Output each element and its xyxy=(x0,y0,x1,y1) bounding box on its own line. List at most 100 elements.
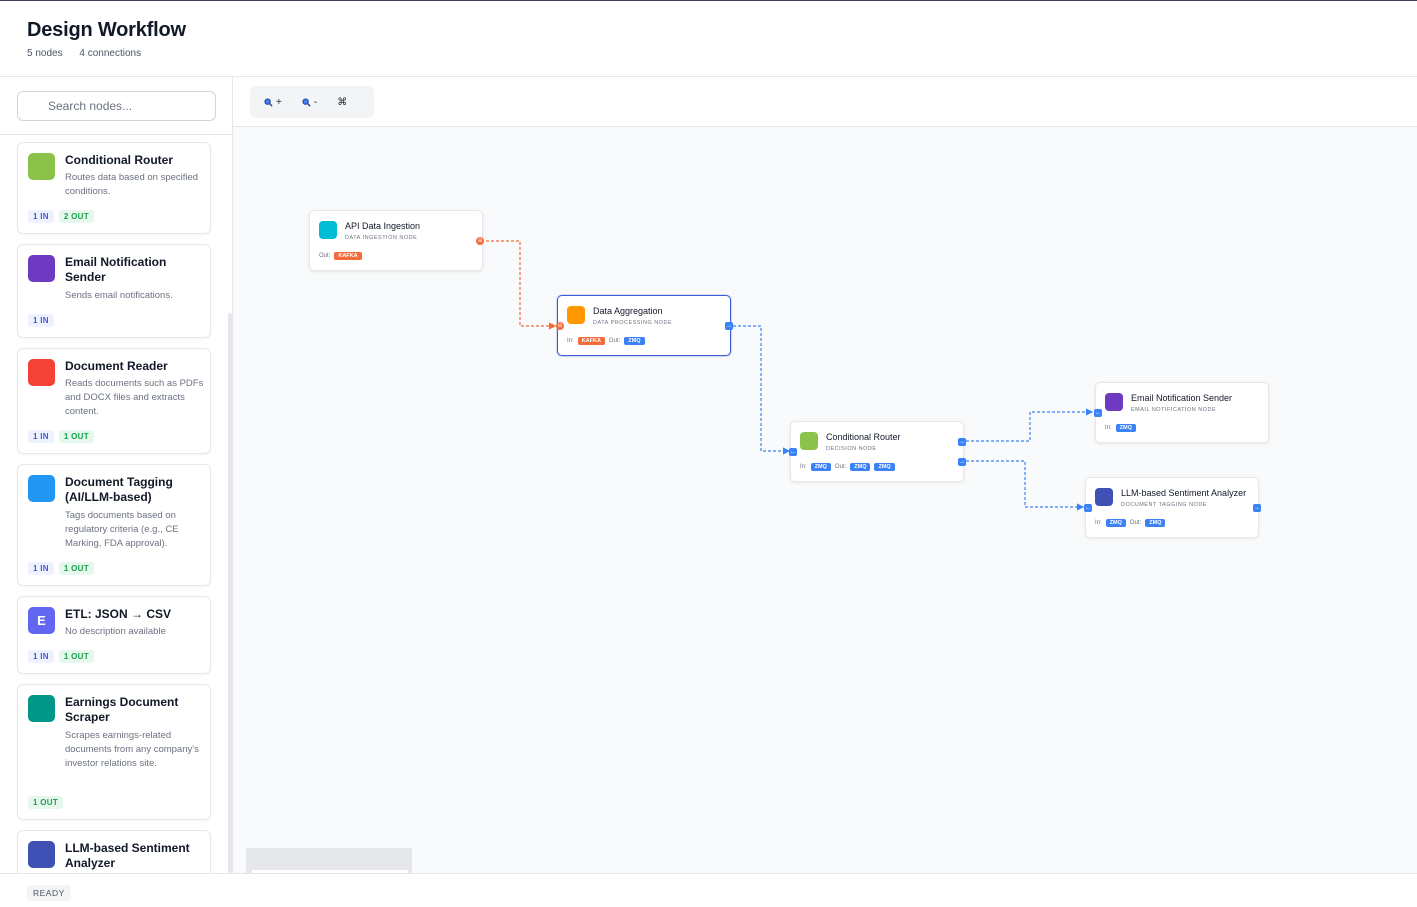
out-label: Out: xyxy=(834,464,847,470)
palette-card-desc: Reads documents such as PDFs and DOCX fi… xyxy=(65,378,204,417)
magnifier-icon xyxy=(264,97,273,107)
node-title: Data Aggregation xyxy=(593,306,663,316)
palette-card-ports: 1 IN 2 OUT xyxy=(28,210,94,223)
node-color-swatch xyxy=(319,221,337,239)
node-api-data-ingestion[interactable]: API Data Ingestion DATA INGESTION NODE O… xyxy=(309,210,484,271)
input-count-badge: 1 IN xyxy=(28,430,54,443)
palette-card-earnings-document-scraper[interactable]: Earnings Document Scraper Scrapes earnin… xyxy=(17,684,211,820)
node-title: Conditional Router xyxy=(826,432,901,442)
output-count-badge: 1 OUT xyxy=(58,430,94,443)
node-subtitle: DATA INGESTION NODE xyxy=(345,235,418,241)
connections-count: 4 connections xyxy=(79,48,142,59)
output-port-zmq-1[interactable]: → xyxy=(958,438,966,446)
zmq-tag: ZMQ xyxy=(1105,519,1126,527)
nodes-count: 5 nodes xyxy=(27,48,63,59)
in-label: In: xyxy=(800,464,807,470)
out-label: Out: xyxy=(1129,520,1142,526)
palette-card-ports: 1 IN 1 OUT xyxy=(28,430,94,443)
search-bar xyxy=(0,77,232,135)
node-color-swatch xyxy=(28,359,55,386)
node-title: API Data Ingestion xyxy=(345,221,421,231)
node-io: In: ZMQ Out: ZMQ ZMQ xyxy=(800,463,895,471)
node-letter-icon: E xyxy=(28,607,55,634)
node-title: Email Notification Sender xyxy=(1131,393,1233,403)
palette-card-desc: Routes data based on specified condition… xyxy=(65,172,199,197)
palette-card-name: ETL: JSON → CSV xyxy=(65,607,172,621)
node-data-aggregation[interactable]: Data Aggregation DATA PROCESSING NODE In… xyxy=(556,295,733,356)
edge-router-to-email xyxy=(966,408,1094,442)
workflow-meta: 5 nodes 4 connections xyxy=(27,48,155,59)
connection-edges xyxy=(481,240,1094,511)
palette-card-document-reader[interactable]: Document Reader Reads documents such as … xyxy=(17,348,211,454)
zoom-out-button[interactable]: - xyxy=(302,97,317,108)
zoom-in-button[interactable]: + xyxy=(264,97,282,108)
node-io: In: ZMQ xyxy=(1105,424,1136,432)
node-color-swatch xyxy=(28,255,55,282)
palette-card-conditional-router[interactable]: Conditional Router Routes data based on … xyxy=(17,142,211,234)
palette-card-desc: Tags documents based on regulatory crite… xyxy=(65,510,179,549)
sidebar-scrollbar[interactable] xyxy=(228,313,232,873)
output-count-badge: 1 OUT xyxy=(28,796,64,809)
kafka-tag: KAFKA xyxy=(334,252,362,260)
palette-card-name: Document Reader xyxy=(65,359,168,373)
palette-card-desc: Scrapes earnings-related documents from … xyxy=(65,730,199,769)
zmq-tag: ZMQ xyxy=(1115,424,1136,432)
input-port-zmq[interactable]: ← xyxy=(1094,409,1102,417)
input-count-badge: 1 IN xyxy=(28,562,54,575)
palette-card-email-notification-sender[interactable]: Email Notification Sender Sends email no… xyxy=(17,244,211,338)
node-subtitle: DECISION NODE xyxy=(826,446,877,452)
node-color-swatch xyxy=(567,306,585,324)
in-label: In: xyxy=(1095,520,1102,526)
page-title: Design Workflow xyxy=(27,19,186,41)
canvas-minimap[interactable] xyxy=(246,848,412,873)
node-llm-sentiment-analyzer[interactable]: LLM-based Sentiment Analyzer DOCUMENT TA… xyxy=(1084,477,1261,538)
node-email-notification-sender[interactable]: Email Notification Sender EMAIL NOTIFICA… xyxy=(1094,382,1269,443)
output-port-zmq[interactable]: → xyxy=(1253,504,1261,512)
zmq-tag: ZMQ xyxy=(624,337,645,345)
search-input[interactable] xyxy=(17,91,216,121)
palette-card-name: Conditional Router xyxy=(65,153,173,167)
palette-card-llm-sentiment-analyzer[interactable]: LLM-based Sentiment Analyzer xyxy=(17,830,211,873)
node-palette-sidebar: Conditional Router Routes data based on … xyxy=(0,77,233,873)
canvas-toolbar-band: + - ⌘ xyxy=(233,77,1417,127)
palette-card-etl-json-csv[interactable]: E ETL: JSON → CSV No description availab… xyxy=(17,596,211,674)
fit-view-button[interactable]: ⌘ xyxy=(337,97,347,108)
app-header: Design Workflow 5 nodes 4 connections xyxy=(0,0,1417,77)
node-io: Out: KAFKA xyxy=(319,252,362,260)
zoom-toolbar: + - ⌘ xyxy=(250,86,374,118)
zoom-out-label: - xyxy=(313,96,318,108)
palette-card-document-tagging[interactable]: Document Tagging (AI/LLM-based) Tags doc… xyxy=(17,464,211,586)
palette-card-ports: 1 IN 1 OUT xyxy=(28,562,94,575)
workflow-canvas[interactable]: + - ⌘ API Data Ingestion DATA INGESTION … xyxy=(233,77,1417,873)
magnifier-icon xyxy=(302,97,311,107)
status-bar: READY xyxy=(0,873,1417,907)
palette-card-name: LLM-based Sentiment Analyzer xyxy=(65,841,190,870)
out-label: Out: xyxy=(319,253,331,259)
output-port-kafka[interactable]: ⊖ xyxy=(476,237,484,245)
node-color-swatch xyxy=(1105,393,1123,411)
output-port-zmq[interactable]: → xyxy=(725,322,733,330)
node-conditional-router[interactable]: Conditional Router DECISION NODE In: ZMQ… xyxy=(789,421,966,482)
kafka-tag: KAFKA xyxy=(577,337,605,345)
palette-card-ports: 1 OUT xyxy=(28,796,64,809)
node-color-swatch xyxy=(800,432,818,450)
zmq-tag: ZMQ xyxy=(810,463,831,471)
input-port-kafka[interactable]: ⊖ xyxy=(556,322,564,330)
input-count-badge: 1 IN xyxy=(28,314,54,327)
node-io: In: ZMQ Out: ZMQ xyxy=(1095,519,1166,527)
node-color-swatch xyxy=(28,841,55,868)
in-label: In: xyxy=(1105,425,1112,431)
input-port-zmq[interactable]: ← xyxy=(1084,504,1092,512)
node-color-swatch xyxy=(1095,488,1113,506)
input-port-zmq[interactable]: ← xyxy=(789,448,797,456)
palette-card-name: Document Tagging (AI/LLM-based) xyxy=(65,475,173,504)
in-label: In: xyxy=(567,338,574,344)
output-port-zmq-2[interactable]: → xyxy=(958,458,966,466)
zmq-tag: ZMQ xyxy=(874,463,895,471)
palette-card-desc: No description available xyxy=(65,626,166,637)
zmq-tag: ZMQ xyxy=(1145,519,1166,527)
input-count-badge: 1 IN xyxy=(28,650,54,663)
out-label: Out: xyxy=(608,338,621,344)
edge-api-to-aggregation xyxy=(481,240,557,330)
edge-router-to-llm xyxy=(966,460,1085,511)
